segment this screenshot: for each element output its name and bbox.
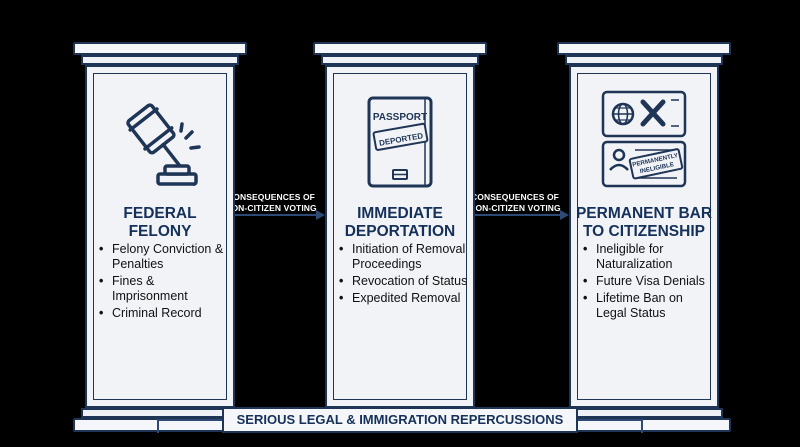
repercussions-banner: SERIOUS LEGAL & IMMIGRATION REPERCUSSION… (222, 407, 578, 433)
pillar-capital (81, 55, 239, 65)
pillar-shaft (325, 65, 475, 408)
bullet-item: Future Visa Denials (583, 274, 713, 289)
gavel-icon (126, 103, 201, 186)
pillar-capital (321, 55, 479, 65)
pillar-2-bullets: Initiation of Removal Proceedings Revoca… (339, 242, 469, 308)
bullet-item: Initiation of Removal Proceedings (339, 242, 469, 272)
bullet-item: Fines & Imprisonment (99, 274, 229, 304)
arrow-label-2: CONSEQUENCES OF NON-CITIZEN VOTING (463, 192, 567, 214)
pillar-1-bullets: Felony Conviction & Penalties Fines & Im… (99, 242, 229, 323)
pillar-1-title-line1: FEDERAL (123, 205, 197, 222)
arrow-label-1-line2: NON-CITIZEN VOTING (225, 203, 317, 213)
pillar-3-title-line2: TO CITIZENSHIP (582, 223, 705, 240)
arrow-label-1-line1: CONSEQUENCES OF (227, 192, 315, 202)
arrow-label-2-line2: NON-CITIZEN VOTING (469, 203, 561, 213)
passport-label: PASSPORT (373, 112, 427, 123)
pillar-1-title-line2: FELONY (128, 223, 192, 240)
bullet-item: Ineligible for Naturalization (583, 242, 713, 272)
pillar-capital (565, 55, 723, 65)
pillar-cap (313, 42, 487, 55)
pillar-cap (73, 42, 247, 55)
bullet-item: Criminal Record (99, 306, 229, 321)
bullet-item: Expedited Removal (339, 291, 469, 306)
bullet-item: Felony Conviction & Penalties (99, 242, 229, 272)
pillar-3-title: PERMANENT BAR TO CITIZENSHIP (569, 205, 719, 241)
pillar-2-title-line2: DEPORTATION (344, 223, 456, 240)
pillar-1-title: FEDERAL FELONY (85, 205, 235, 241)
arrow-label-2-line1: CONSEQUENCES OF (471, 192, 559, 202)
pillar-cap (557, 42, 731, 55)
pillar-2-title: IMMEDIATE DEPORTATION (325, 205, 475, 241)
arrow-1-head (316, 210, 325, 220)
bullet-item: Revocation of Status (339, 274, 469, 289)
bullet-item: Lifetime Ban on Legal Status (583, 291, 713, 321)
pillar-2-title-line1: IMMEDIATE (357, 205, 443, 222)
passport-deported-icon: PASSPORT DEPORTED (367, 96, 433, 188)
citizenship-denied-icon: PERMANENTLY INELIGIBLE (601, 90, 687, 188)
pillar-3-title-line1: PERMANENT BAR (575, 205, 713, 222)
arrow-2-head (560, 210, 569, 220)
pillar-3-bullets: Ineligible for Naturalization Future Vis… (583, 242, 713, 323)
arrow-label-1: CONSEQUENCES OF NON-CITIZEN VOTING (219, 192, 323, 214)
